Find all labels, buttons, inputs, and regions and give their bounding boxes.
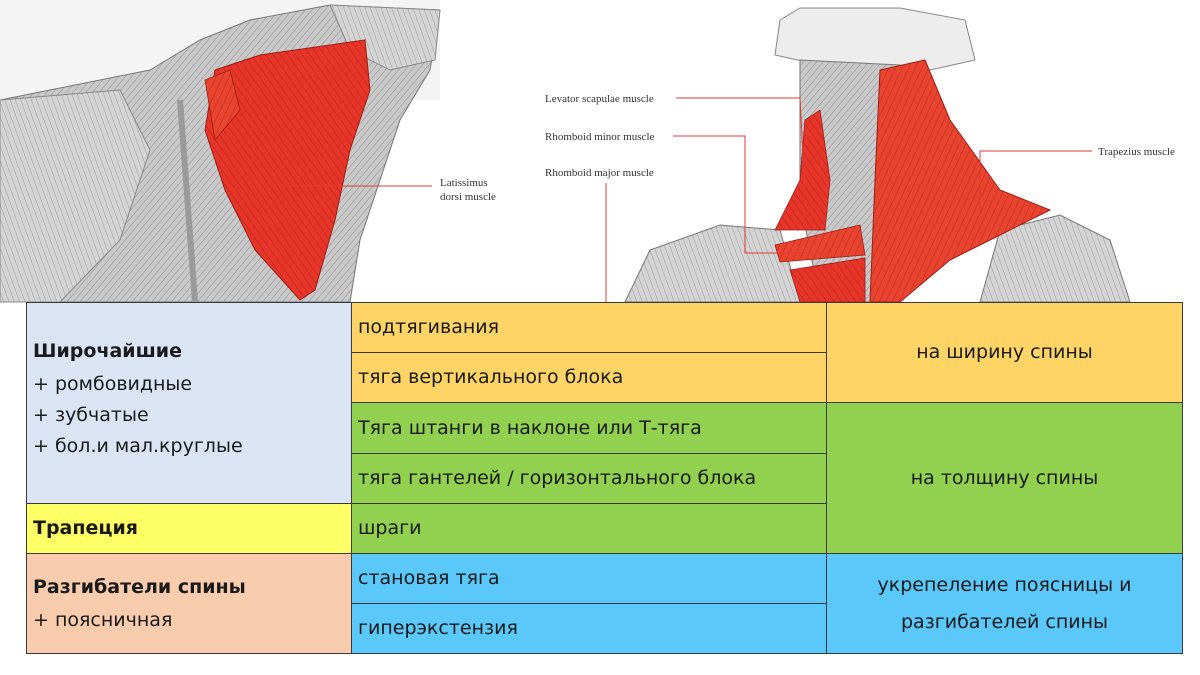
label-rhomboid-minor: Rhomboid minor muscle — [545, 131, 655, 143]
label-latissimus-line1: Latissimus — [440, 177, 488, 189]
group-traps: Трапеция — [26, 503, 352, 554]
result-width: на ширину спины — [826, 302, 1183, 403]
result-lower-back-line1: укрепеление поясницы и — [877, 573, 1132, 596]
table-row: тяга вертикального блока — [27, 352, 1183, 403]
label-rhomboid-major: Rhomboid major muscle — [545, 167, 654, 179]
group-erectors-title: Разгибатели спины — [33, 575, 246, 598]
group-lats-title: Широчайшие — [33, 340, 182, 363]
exercise-hyperextension: гиперэкстензия — [351, 603, 827, 654]
group-erectors-extra: + поясничная — [33, 608, 173, 631]
exercise-dumbbell-row: тяга гантелей / горизонтального блока — [351, 453, 827, 504]
table-row: Разгибатели спины + поясничная становая … — [26, 553, 1183, 654]
latissimus-illustration — [0, 0, 441, 303]
result-thickness: на толщину спины — [826, 402, 1183, 554]
group-traps-title: Трапеция — [33, 517, 138, 540]
group-lats: Широчайшие + ромбовидные + зубчатые + бо… — [26, 302, 352, 504]
table-row: гиперэкстензия — [27, 603, 1183, 654]
exercise-shrugs: шраги — [351, 503, 827, 554]
group-lats-extra: + бол.и мал.круглые — [33, 434, 243, 457]
group-erectors: Разгибатели спины + поясничная — [26, 553, 352, 654]
label-latissimus-line2: dorsi muscle — [440, 191, 496, 203]
exercise-deadlift: становая тяга — [351, 553, 827, 604]
table-row: Тяга штанги в наклоне или Т-тяга на толщ… — [27, 402, 1183, 554]
upper-back-labels: Levator scapulae muscle Rhomboid minor m… — [545, 93, 1175, 302]
group-lats-extra: + зубчатые — [33, 404, 149, 426]
group-lats-extra: + ромбовидные — [33, 373, 193, 396]
label-trapezius: Trapezius muscle — [1098, 146, 1175, 158]
anatomy-illustrations: Latissimus dorsi muscle Levator scapulae… — [0, 0, 1175, 303]
exercise-pullups: подтягивания — [351, 302, 827, 353]
table-row: Трапеция шраги — [26, 503, 1183, 554]
label-levator-scapulae: Levator scapulae muscle — [545, 93, 654, 105]
exercise-barbell-row: Тяга штанги в наклоне или Т-тяга — [351, 402, 827, 454]
result-lower-back-line2: разгибателей спины — [900, 610, 1109, 633]
back-exercises-table: Широчайшие + ромбовидные + зубчатые + бо… — [26, 302, 1183, 654]
table-row: Широчайшие + ромбовидные + зубчатые + бо… — [26, 302, 1183, 504]
exercise-lat-pulldown: тяга вертикального блока — [351, 352, 827, 403]
result-lower-back: укрепеление поясницы и разгибателей спин… — [826, 553, 1183, 654]
latissimus-label: Latissimus dorsi muscle — [278, 177, 496, 203]
upper-back-illustration — [624, 7, 1131, 303]
